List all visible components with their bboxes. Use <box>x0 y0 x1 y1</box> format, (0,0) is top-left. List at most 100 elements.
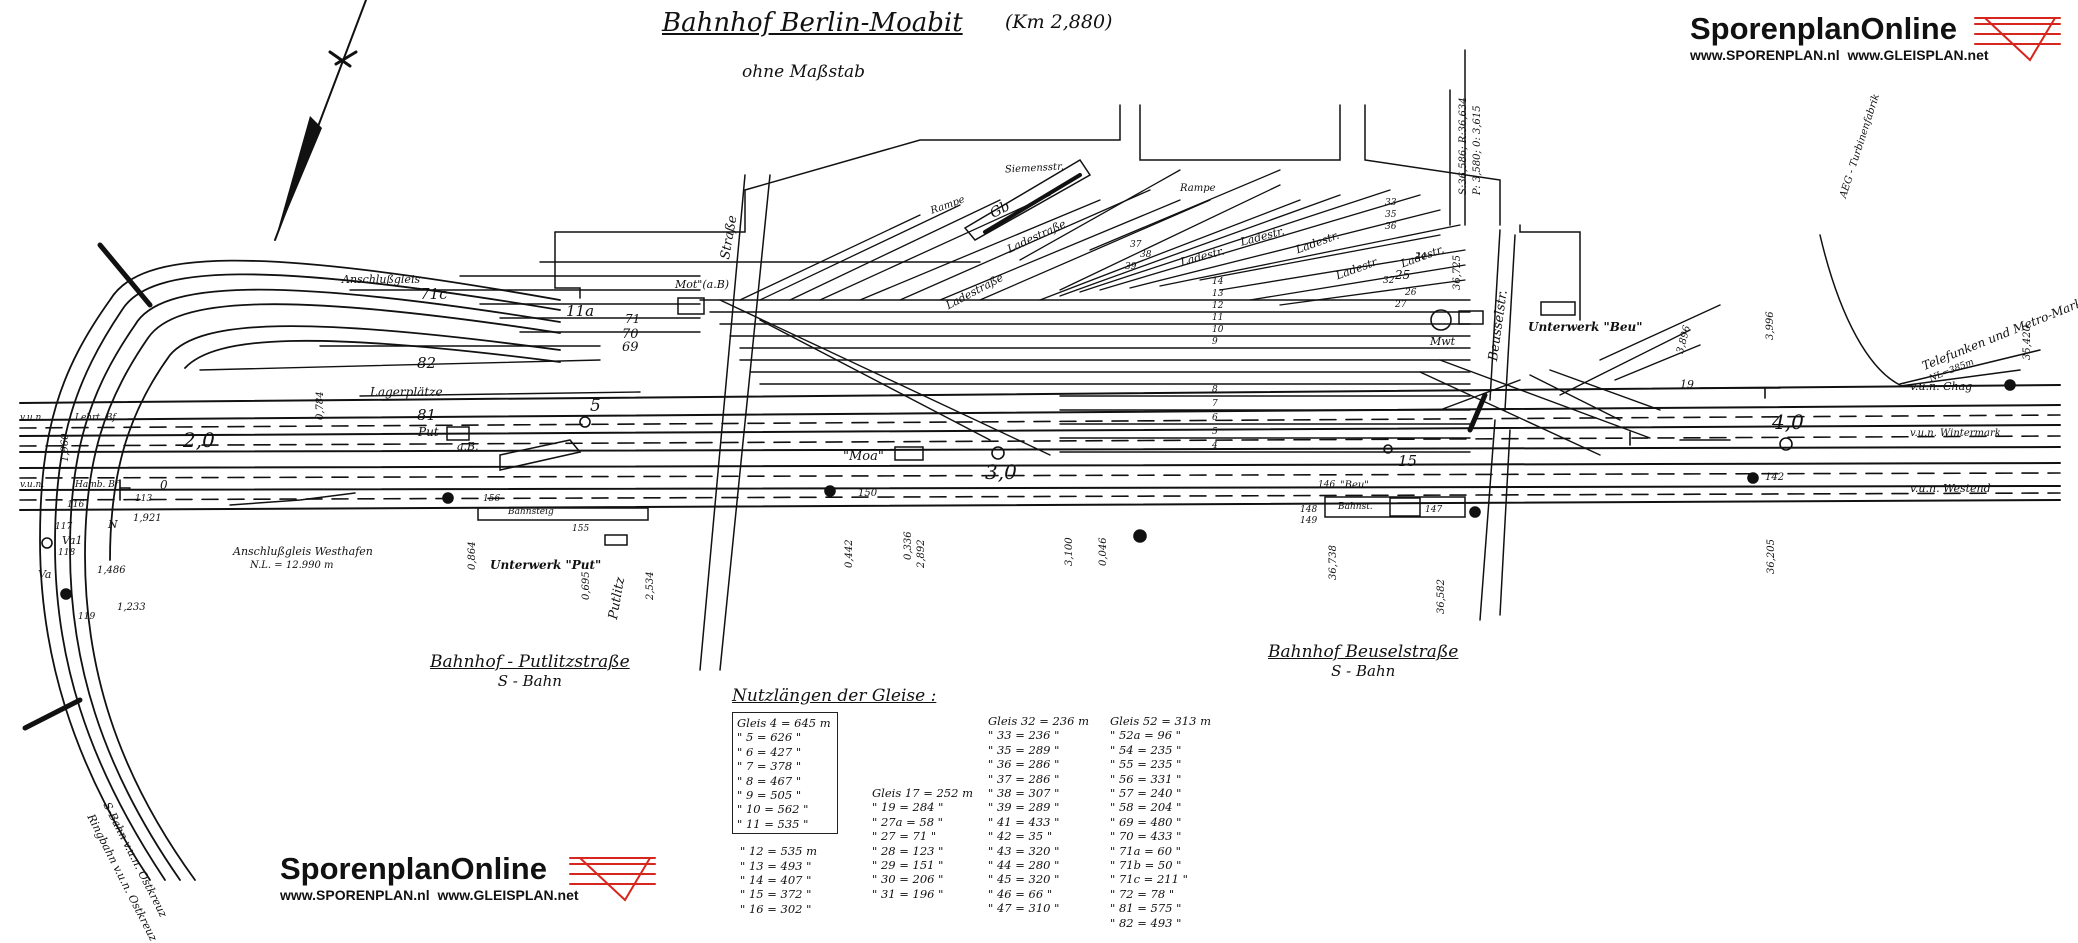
brand-bottom: SporenplanOnline www.SPORENPLAN.nl www.G… <box>280 852 579 904</box>
label-nl-westhafen: N.L. = 12.990 m <box>250 560 334 571</box>
label-ab: a.B. <box>457 440 479 453</box>
switch-number: 147 <box>1425 505 1443 515</box>
track-number: 25 <box>1395 268 1411 282</box>
km-mark: 4,0 <box>1772 410 1804 434</box>
track-number: 39 <box>1125 262 1137 272</box>
ring-curves <box>39 259 561 881</box>
label-va: Va <box>38 568 52 581</box>
gleis-length-row: " 29 = 151 " <box>872 858 944 873</box>
gleis-length-row: " 27 = 71 " <box>872 829 937 844</box>
km-mark: 0,046 <box>1098 537 1109 566</box>
gleis-length-row: " 5 = 626 " <box>737 730 802 745</box>
km-mark: 2,0 <box>183 428 215 452</box>
brand-name: SporenplanOnline <box>280 851 547 886</box>
label-vun-chag: v.u.n. Chag <box>1910 380 1973 393</box>
nutzlaengen-col-3: Gleis 32 = 236 m" 33 = 236 "" 35 = 289 "… <box>988 714 1089 916</box>
label-anschlussgleis-westhafen: Anschlußgleis Westhafen <box>233 545 373 558</box>
nutzlaengen-box: Gleis 4 = 645 m" 5 = 626 "" 6 = 427 "" 7… <box>732 712 838 835</box>
gleis-length-row: " 7 = 378 " <box>737 759 802 774</box>
station-putlitzstrasse: Bahnhof - Putlitzstraße S - Bahn <box>430 652 630 690</box>
km-mark: 0,336 <box>903 531 914 560</box>
gleis-length-row: " 45 = 320 " <box>988 872 1060 887</box>
switch-number: 117 <box>55 522 73 532</box>
crossovers <box>719 299 1721 456</box>
gleis-length-row: " 81 = 575 " <box>1110 901 1182 916</box>
station-sub: S - Bahn <box>497 672 562 690</box>
track-number: 71 <box>625 312 641 326</box>
km-mark: S:36,586; R:36,634 <box>1458 97 1469 195</box>
km-mark: 35,420 <box>2022 325 2033 360</box>
street-outlines <box>554 49 1581 671</box>
label-vun-wintermark: v.u.n. Wintermark <box>1910 428 2001 439</box>
brand-urls: www.SPORENPLAN.nl www.GLEISPLAN.net <box>280 887 579 903</box>
gleis-length-row: " 52a = 96 " <box>1110 728 1181 743</box>
buildings <box>446 158 1576 546</box>
gleis-length-row: " 10 = 562 " <box>737 802 809 817</box>
switch-number: 156 <box>483 494 501 504</box>
km-mark: 3,996 <box>1765 311 1776 340</box>
label-bahnst: Bahnst. <box>1338 502 1373 512</box>
label-anschlussgleis: Anschlußgleis <box>342 273 421 286</box>
label-unterwerk-beu: Unterwerk "Beu" <box>1528 320 1643 334</box>
station-name: Bahnhof - Putlitzstraße <box>430 652 630 672</box>
brand-name: SporenplanOnline <box>1690 11 1957 46</box>
switch-number: 150 <box>858 488 878 499</box>
gleis-length-row: " 55 = 235 " <box>1110 757 1182 772</box>
km-mark: 0,442 <box>844 539 855 568</box>
track-number: 9 <box>1212 337 1218 347</box>
switch-number: 118 <box>58 548 76 558</box>
main-lines <box>19 384 2061 511</box>
label-vun-left: v.u.n. <box>20 413 45 423</box>
gleis-length-row: Gleis 52 = 313 m <box>1110 714 1211 728</box>
station-beusselstrasse: Bahnhof Beuselstraße S - Bahn <box>1268 642 1458 680</box>
label-hamb-bf: Hamb. Bf <box>75 480 119 490</box>
track-number: 15 <box>1398 452 1418 470</box>
track-number: 5 <box>590 396 601 416</box>
station-name: Bahnhof Beuselstraße <box>1268 642 1459 662</box>
km-label: (Km 2,880) <box>1005 11 1113 33</box>
gleis-length-row: " 37 = 286 " <box>988 771 1060 786</box>
north-arrow-icon <box>274 0 367 241</box>
switch-number: 149 <box>1300 516 1318 526</box>
gleis-length-row: " 27a = 58 " <box>872 814 943 829</box>
bridge-marks <box>22 242 1488 731</box>
km-mark: 1,960 <box>60 433 71 462</box>
track-number: 10 <box>1212 325 1224 335</box>
page-title: Bahnhof Berlin-Moabit <box>662 8 963 38</box>
track-number: 38 <box>1140 250 1152 260</box>
km-mark: 3,100 <box>1064 537 1075 566</box>
label-va1: Va1 <box>62 534 83 547</box>
loading-tracks <box>739 169 1466 306</box>
km-mark: 36,205 <box>1766 539 1777 574</box>
gleis-length-row: " 30 = 206 " <box>872 872 944 887</box>
label-vun-left-2: v.u.n. <box>20 480 45 490</box>
track-number: 0 <box>160 478 168 492</box>
track-plan <box>19 0 2061 902</box>
brand-urls: www.SPORENPLAN.nl www.GLEISPLAN.net <box>1690 47 1989 63</box>
label-rampe-2: Rampe <box>1180 183 1216 194</box>
track-number: 36 <box>1385 222 1397 232</box>
yard-tracks <box>199 261 1471 453</box>
gleis-length-row: " 35 = 289 " <box>988 742 1060 757</box>
switch-number: 155 <box>572 524 590 534</box>
km-mark: 36,582 <box>1436 579 1447 614</box>
track-number: 7 <box>1212 399 1218 409</box>
gleis-length-row: " 71c = 211 " <box>1110 872 1188 887</box>
scale-note: ohne Maßstab <box>742 62 866 82</box>
gleis-length-row: " 19 = 284 " <box>872 800 944 815</box>
label-lagerplaetze: Lagerplätze <box>370 385 443 399</box>
label-mwt: Mwt <box>1430 335 1456 348</box>
gleis-length-row: " 70 = 433 " <box>1110 829 1182 844</box>
label-vun-westend: v.u.n. Westend <box>1910 482 1991 495</box>
label-unterwerk-put: Unterwerk "Put" <box>490 558 602 572</box>
station-sub: S - Bahn <box>1331 662 1396 680</box>
track-number: 71c <box>420 285 448 303</box>
switch-number: 116 <box>67 500 85 510</box>
gleis-length-row: " 71a = 60 " <box>1110 843 1181 858</box>
gleis-length-row: " 31 = 196 " <box>872 886 944 901</box>
gleis-length-row: " 6 = 427 " <box>737 744 802 759</box>
km-mark: 1,486 <box>97 565 126 576</box>
track-number: 37 <box>1130 240 1142 250</box>
km-mark: 36,725 <box>1452 255 1463 290</box>
track-number: 11a <box>566 302 595 320</box>
